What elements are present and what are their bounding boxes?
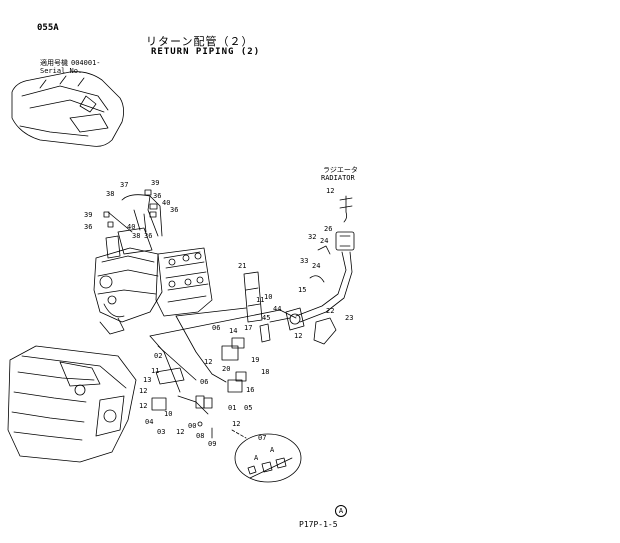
pilot-hoses bbox=[103, 189, 163, 237]
serial-label-english: Serial No. bbox=[40, 67, 83, 75]
part-label: 10 bbox=[164, 410, 172, 418]
part-label: 06 bbox=[200, 378, 208, 386]
part-label: 00 bbox=[188, 422, 196, 430]
part-label: 18 bbox=[261, 368, 269, 376]
part-label: 40 bbox=[162, 199, 170, 207]
part-label: 12 bbox=[294, 332, 302, 340]
control-valve-assembly bbox=[155, 247, 213, 317]
part-label: 16 bbox=[246, 386, 254, 394]
engine-block bbox=[7, 345, 137, 463]
part-label: 15 bbox=[298, 286, 306, 294]
part-label: 17 bbox=[244, 324, 252, 332]
hydraulic-pump-assembly bbox=[93, 209, 163, 335]
radiator-piping bbox=[243, 195, 355, 345]
part-label: 19 bbox=[251, 356, 259, 364]
part-labels: 37 39 38 36 40 36 39 36 40 38 36 21 11 1… bbox=[84, 179, 353, 462]
excavator-thumbnail bbox=[11, 71, 124, 147]
part-label: 45 bbox=[262, 314, 270, 322]
part-label: 38 bbox=[106, 190, 114, 198]
brackets-and-fittings bbox=[151, 337, 247, 439]
part-label: 36 bbox=[153, 192, 161, 200]
radiator-label-english: RADIATOR bbox=[321, 174, 355, 182]
revision-mark: A bbox=[335, 505, 347, 517]
page-code: 055A bbox=[37, 23, 59, 33]
part-label: 21 bbox=[238, 262, 246, 270]
part-label: 05 bbox=[244, 404, 252, 412]
part-label: 36 bbox=[84, 223, 92, 231]
radiator-label-japanese: ラジエータ bbox=[323, 166, 358, 174]
part-label: 07 bbox=[258, 434, 266, 442]
part-label: 22 bbox=[326, 307, 334, 315]
part-label: 10 bbox=[264, 293, 272, 301]
part-label: 11 bbox=[256, 296, 264, 304]
page-reference: P17P-1-5 bbox=[299, 520, 338, 529]
part-label: 04 bbox=[145, 418, 153, 426]
part-label: 12 bbox=[139, 387, 147, 395]
detail-callout-07 bbox=[231, 429, 302, 483]
part-label: A bbox=[254, 454, 259, 462]
part-label: 12 bbox=[232, 420, 240, 428]
part-label: 08 bbox=[196, 432, 204, 440]
part-label: 39 bbox=[151, 179, 159, 187]
part-label: 01 bbox=[228, 404, 236, 412]
part-label: 38 bbox=[132, 232, 140, 240]
part-label: 36 bbox=[170, 206, 178, 214]
part-label: 06 bbox=[212, 324, 220, 332]
title-english: RETURN PIPING (2) bbox=[151, 47, 261, 57]
part-label: 23 bbox=[345, 314, 353, 322]
part-label: 12 bbox=[139, 402, 147, 410]
serial-label-japanese: 適用号機 bbox=[40, 59, 68, 67]
title-japanese: リターン配管（２） bbox=[146, 35, 254, 48]
serial-number-value: 004001- bbox=[71, 59, 101, 67]
part-label: 12 bbox=[204, 358, 212, 366]
part-label: 11 bbox=[151, 367, 159, 375]
part-label: 14 bbox=[229, 327, 237, 335]
part-label: 02 bbox=[154, 352, 162, 360]
part-label: 20 bbox=[222, 365, 230, 373]
part-label: 12 bbox=[326, 187, 334, 195]
part-label: A bbox=[270, 446, 275, 454]
part-label: 03 bbox=[157, 428, 165, 436]
part-label: 09 bbox=[208, 440, 216, 448]
part-label: 33 bbox=[300, 257, 308, 265]
part-label: 24 bbox=[320, 237, 328, 245]
part-label: 13 bbox=[143, 376, 151, 384]
part-label: 12 bbox=[176, 428, 184, 436]
part-label: 26 bbox=[324, 225, 332, 233]
part-label: 40 bbox=[127, 223, 135, 231]
part-label: 44 bbox=[273, 305, 281, 313]
return-pipe-lines bbox=[149, 307, 297, 415]
part-label: 37 bbox=[120, 181, 128, 189]
part-label: 36 bbox=[144, 232, 152, 240]
part-label: 24 bbox=[312, 262, 320, 270]
part-label: 39 bbox=[84, 211, 92, 219]
part-label: 32 bbox=[308, 233, 316, 241]
